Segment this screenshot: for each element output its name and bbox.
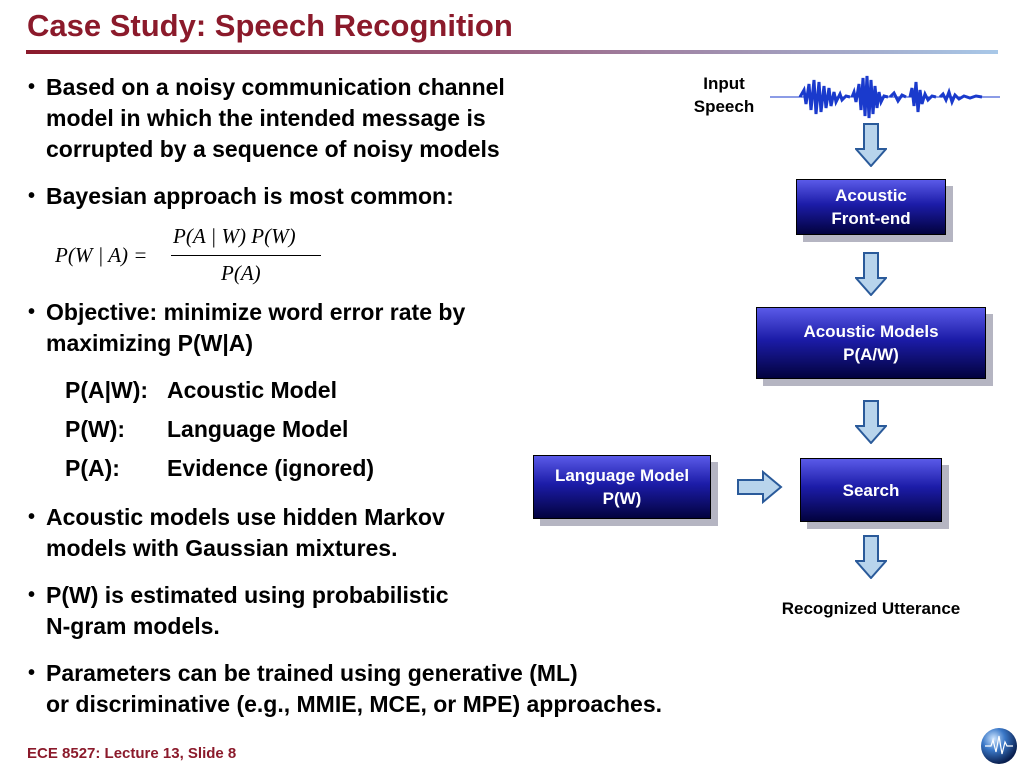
bullet-line: Based on a noisy communication channel: [46, 74, 505, 100]
definition-meaning: Evidence (ignored): [167, 455, 375, 481]
down-arrow-icon: [855, 123, 887, 167]
bullet-line: Parameters can be trained using generati…: [46, 660, 578, 686]
bullet-dot: •: [28, 301, 36, 323]
globe-logo-icon: [981, 728, 1017, 764]
label-line: Input: [703, 74, 745, 93]
search-box: Search: [800, 458, 942, 522]
bullet-dot: •: [28, 185, 36, 207]
bullet-line: corrupted by a sequence of noisy models: [46, 136, 500, 162]
bullet-noisy-channel: • Based on a noisy communication channel…: [28, 72, 505, 165]
formula-denominator: P(A): [221, 261, 261, 285]
formula-fraction-bar: [171, 255, 321, 256]
language-model-box: Language Model P(W): [533, 455, 711, 519]
bullet-dot: •: [28, 662, 36, 684]
bullet-line: model in which the intended message is: [46, 105, 486, 131]
bullet-training: • Parameters can be trained using genera…: [28, 658, 662, 720]
right-arrow-icon: [737, 470, 783, 504]
bullet-line: Acoustic models use hidden Markov: [46, 504, 445, 530]
down-arrow-icon: [855, 535, 887, 579]
acoustic-models-box: Acoustic Models P(A/W): [756, 307, 986, 379]
bullet-dot: •: [28, 76, 36, 98]
box-line: P(A/W): [843, 345, 899, 364]
slide-title: Case Study: Speech Recognition: [27, 8, 513, 43]
definition-meaning: Acoustic Model: [167, 377, 337, 403]
bullet-line: or discriminative (e.g., MMIE, MCE, or M…: [46, 691, 663, 717]
bullet-dot: •: [28, 584, 36, 606]
box-line: P(W): [602, 489, 642, 508]
definition-term: P(A):: [65, 455, 120, 481]
box-line: Acoustic Models: [803, 322, 939, 341]
bullet-dot: •: [28, 506, 36, 528]
box-line: Language Model: [554, 466, 690, 485]
formula-numerator: P(A | W) P(W): [173, 224, 296, 248]
label-line: Speech: [693, 97, 755, 116]
bullet-ngram: • P(W) is estimated using probabilistic …: [28, 580, 449, 642]
bullet-line: P(W) is estimated using probabilistic: [46, 582, 449, 608]
formula-lhs: P(W | A) =: [55, 243, 148, 267]
bullet-line: Objective: minimize word error rate by: [46, 299, 466, 325]
title-underline: [26, 50, 998, 54]
box-line: Acoustic: [835, 186, 907, 205]
bullet-bayesian: • Bayesian approach is most common:: [28, 181, 454, 212]
box-line: Search: [842, 480, 900, 500]
bullet-line: models with Gaussian mixtures.: [46, 535, 398, 561]
input-speech-label: Input Speech: [684, 72, 764, 118]
definition-meaning: Language Model: [167, 416, 349, 442]
definition-term: P(W):: [65, 416, 126, 442]
recognized-utterance-label: Recognized Utterance: [781, 599, 961, 618]
down-arrow-icon: [855, 252, 887, 296]
down-arrow-icon: [855, 400, 887, 444]
box-line: Front-end: [831, 209, 911, 228]
bullet-objective: • Objective: minimize word error rate by…: [28, 297, 465, 359]
definition-term: P(A|W):: [65, 377, 149, 403]
acoustic-front-end-box: Acoustic Front-end: [796, 179, 946, 235]
speech-waveform-icon: [770, 75, 1000, 119]
bayes-formula: P(W | A) = P(A | W) P(W) P(A): [55, 224, 330, 290]
bullet-acoustic-hmm: • Acoustic models use hidden Markov mode…: [28, 502, 445, 564]
bullet-line: N-gram models.: [46, 613, 220, 639]
bullet-line: maximizing P(W|A): [46, 330, 254, 356]
slide-footer: ECE 8527: Lecture 13, Slide 8: [27, 745, 237, 762]
bullet-line: Bayesian approach is most common:: [46, 183, 454, 209]
